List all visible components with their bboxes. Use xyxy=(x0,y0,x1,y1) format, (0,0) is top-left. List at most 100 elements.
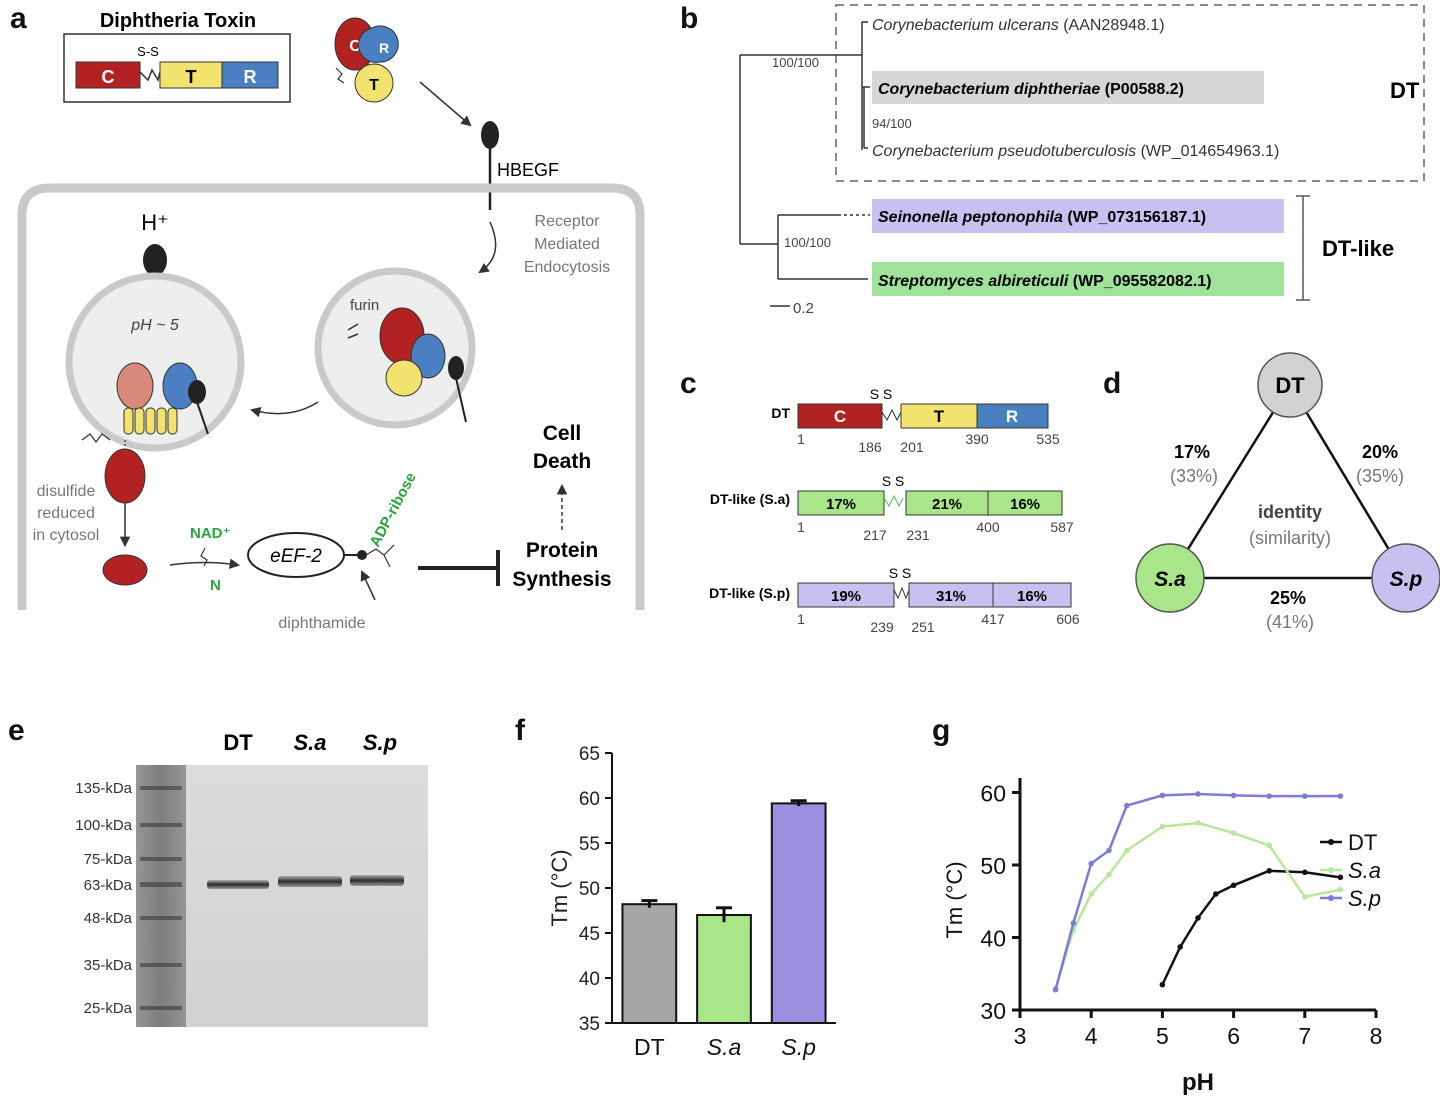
band-sa xyxy=(278,876,342,887)
toxin-title: Diphtheria Toxin xyxy=(100,10,256,32)
linker-icon xyxy=(139,68,161,82)
sa-seg-3: 16% xyxy=(1010,496,1040,513)
identity-caption: identity xyxy=(1258,502,1322,522)
series-point xyxy=(1230,882,1237,889)
series-point xyxy=(1070,920,1077,926)
sp-num-417: 417 xyxy=(981,611,1005,627)
svg-text:T: T xyxy=(369,77,379,94)
series-line-1 xyxy=(1054,821,1341,989)
y-tick-label: 60 xyxy=(579,789,600,810)
series-point xyxy=(1230,830,1237,836)
sp-num-251: 251 xyxy=(911,619,935,635)
x-tick-label: 7 xyxy=(1298,1023,1311,1049)
y-tick-label: 45 xyxy=(579,924,600,945)
series-point xyxy=(1337,874,1344,881)
node-sa xyxy=(1135,543,1205,613)
series-point xyxy=(1195,915,1201,921)
series-line-0 xyxy=(1161,869,1341,986)
cell-membrane xyxy=(17,183,645,610)
folded-r-icon xyxy=(358,25,399,63)
rme-line-1: Receptor xyxy=(535,213,601,230)
y-tick-label: 55 xyxy=(579,834,600,855)
marker-35: 35-kDa xyxy=(84,957,133,974)
panel-label-a: a xyxy=(10,2,27,35)
series-point xyxy=(1106,847,1112,854)
dt-num-535: 535 xyxy=(1036,431,1060,447)
sp-num-606: 606 xyxy=(1056,611,1080,627)
x-tick-label: 4 xyxy=(1085,1023,1098,1049)
protein-synthesis-line-2: Synthesis xyxy=(512,568,611,591)
panel-label-d: d xyxy=(1103,367,1121,400)
diphthamide-label: diphthamide xyxy=(278,615,365,632)
marker-25: 25-kDa xyxy=(84,1000,133,1017)
domain-r xyxy=(221,61,279,89)
y-tick-label: 40 xyxy=(579,969,600,990)
protein-synthesis-line-1: Protein xyxy=(526,539,598,562)
legend-label-2: S.p xyxy=(1348,886,1381,911)
panel-d: DT S.a S.p 17% (33%) 20% (35%) 25% (41%)… xyxy=(1135,352,1440,632)
series-point xyxy=(1266,842,1272,849)
node-sa-label: S.a xyxy=(1154,568,1186,591)
panel-label-c: c xyxy=(680,367,697,400)
series-point xyxy=(1159,792,1166,799)
panel-label-e: e xyxy=(8,714,25,747)
svg-text:R: R xyxy=(379,40,389,56)
identity-right: 20% xyxy=(1362,442,1398,462)
dt-ss: S S xyxy=(870,386,893,402)
dt-num-390: 390 xyxy=(965,431,989,447)
row-label-dt: DT xyxy=(771,405,790,421)
cytosolic-c-icon xyxy=(102,554,148,586)
diphtheriae-highlight xyxy=(872,71,1264,104)
similarity-bottom: (41%) xyxy=(1266,612,1314,632)
rme-line-3: Endocytosis xyxy=(524,259,610,276)
series-point xyxy=(1177,944,1183,950)
series-point xyxy=(1106,871,1112,878)
category-label: S.a xyxy=(707,1034,742,1060)
sa-num-1: 1 xyxy=(797,519,805,535)
sp-num-1: 1 xyxy=(797,611,805,627)
panel-e: DT S.a S.p 135-kDa 100-kDa 75-kDa 63-kDa… xyxy=(75,730,428,1027)
sa-num-231: 231 xyxy=(906,527,930,543)
seinonella-highlight xyxy=(872,199,1284,233)
legend-marker-1 xyxy=(1328,867,1334,873)
series-point xyxy=(1088,891,1094,897)
domain-c-label: C xyxy=(102,67,115,87)
scale-bar-label: 0.2 xyxy=(793,300,814,317)
sa-seg-1: 17% xyxy=(826,496,856,513)
bar-0 xyxy=(621,903,678,1025)
band-dt xyxy=(207,880,269,889)
series-point xyxy=(1213,891,1219,897)
furin-label: furin xyxy=(350,297,379,314)
sp-num-239: 239 xyxy=(870,619,894,635)
legend-marker-0 xyxy=(1328,839,1334,845)
sp-seg-3: 16% xyxy=(1017,588,1047,605)
dt-num-186: 186 xyxy=(858,439,882,455)
similarity-caption: (similarity) xyxy=(1249,528,1331,548)
node-dt xyxy=(1257,352,1323,418)
marker-100: 100-kDa xyxy=(75,817,132,834)
marker-135: 135-kDa xyxy=(75,780,132,797)
series-point xyxy=(1337,886,1344,893)
similarity-right: (35%) xyxy=(1356,466,1404,486)
domain-c xyxy=(75,61,141,89)
series-point xyxy=(1195,791,1201,797)
marker-48: 48-kDa xyxy=(84,910,133,927)
sp-seg-2: 31% xyxy=(936,588,966,605)
series-point xyxy=(1124,802,1130,809)
row-label-sa: DT-like (S.a) xyxy=(710,491,790,507)
disulfide-line-2: reduced xyxy=(37,505,95,522)
taxon-seinonella: Seinonella peptonophila (WP_073156187.1) xyxy=(878,209,1206,226)
support-value-3: 100/100 xyxy=(784,235,831,250)
series-point xyxy=(1266,868,1272,874)
category-label: DT xyxy=(634,1034,665,1060)
sa-num-400: 400 xyxy=(976,519,1000,535)
bar-2 xyxy=(770,802,827,1025)
scissors-icon xyxy=(347,323,359,339)
ladder-lane xyxy=(136,765,186,1027)
node-dt-label: DT xyxy=(1275,373,1305,398)
y-axis-label: Tm (°C) xyxy=(547,849,572,926)
legend-label-1: S.a xyxy=(1348,858,1381,883)
domain-t-label: T xyxy=(186,67,197,87)
